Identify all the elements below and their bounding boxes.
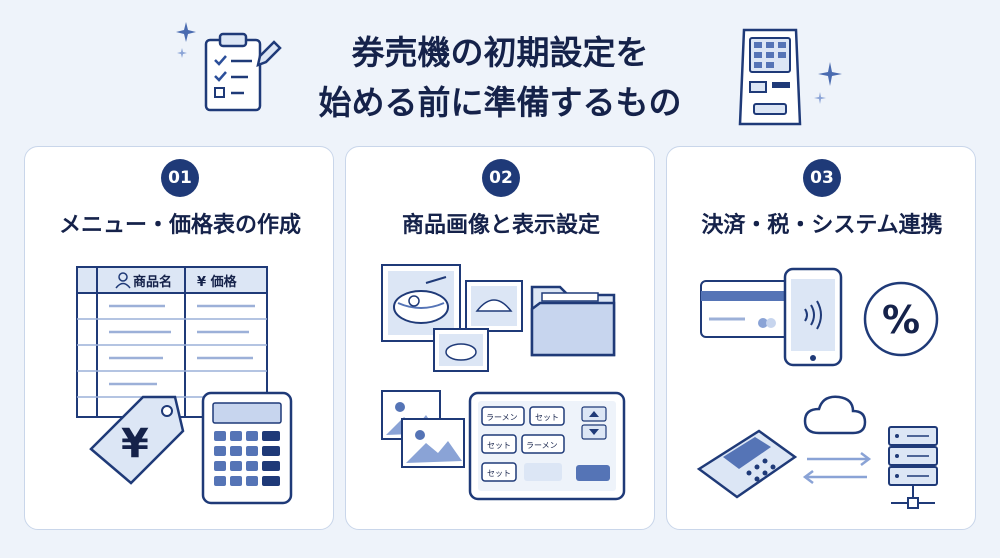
folder-icon xyxy=(530,285,616,357)
sparkle-icon xyxy=(176,22,196,58)
side-dish-photo-icon xyxy=(433,328,489,372)
card-title: 商品画像と表示設定 xyxy=(401,213,600,238)
credit-card-icon xyxy=(700,280,790,338)
screen-button-ramen-2: ラーメン xyxy=(526,441,558,450)
screen-button-ramen-1: ラーメン xyxy=(486,413,518,422)
cloud-icon xyxy=(803,395,867,435)
page-title: 券売機の初期設定を 始める前に準備するもの xyxy=(250,28,750,128)
percent-icon: % xyxy=(863,281,939,357)
payment-terminal-icon xyxy=(696,429,798,499)
step-number-badge: 02 xyxy=(482,159,520,197)
card-menu-price-list: 01 メニュー・価格表の作成 商品名 ¥ 価格 ¥ xyxy=(24,146,334,530)
screen-button-set-1: セット xyxy=(535,413,559,422)
title-line-1: 券売機の初期設定を xyxy=(351,33,649,72)
step-number-badge: 01 xyxy=(161,159,199,197)
table-header-product: 商品名 xyxy=(133,274,172,290)
menu-table-illustration: 商品名 ¥ 価格 ¥ xyxy=(76,266,293,505)
server-icon xyxy=(888,426,938,509)
card-title: メニュー・価格表の作成 xyxy=(58,213,301,238)
payment-system-illustration: % xyxy=(696,267,939,509)
header: 券売機の初期設定を 始める前に準備するもの xyxy=(0,0,1000,140)
percent-symbol: % xyxy=(882,298,920,342)
price-tag-icon: ¥ xyxy=(89,395,185,485)
smartphone-contactless-icon xyxy=(783,267,843,367)
ticket-machine-icon xyxy=(738,28,802,126)
image-placeholder-icon xyxy=(381,390,465,468)
product-images-illustration: ラーメン セット セット ラーメン セット xyxy=(381,264,626,501)
sync-arrows-icon xyxy=(802,452,872,484)
card-title: 決済・税・システム連携 xyxy=(701,213,943,238)
table-header-price: ¥ 価格 xyxy=(197,274,238,290)
sparkle-icon xyxy=(814,62,842,104)
card-product-images: 02 商品画像と表示設定 xyxy=(345,146,655,530)
card-payment-tax-system: 03 決済・税・システム連携 % xyxy=(666,146,976,530)
touch-screen-icon: ラーメン セット セット ラーメン セット xyxy=(468,391,626,501)
screen-button-set-2: セット xyxy=(487,441,511,450)
user-icon xyxy=(115,272,131,289)
ramen-photo-icon xyxy=(381,264,461,342)
price-tag-yen: ¥ xyxy=(121,421,149,467)
step-number-badge: 03 xyxy=(803,159,841,197)
screen-button-set-3: セット xyxy=(487,469,511,478)
calculator-icon xyxy=(201,391,293,505)
gyoza-photo-icon xyxy=(465,280,523,332)
title-line-2: 始める前に準備するもの xyxy=(318,83,682,122)
clipboard-checklist-icon xyxy=(204,32,282,112)
